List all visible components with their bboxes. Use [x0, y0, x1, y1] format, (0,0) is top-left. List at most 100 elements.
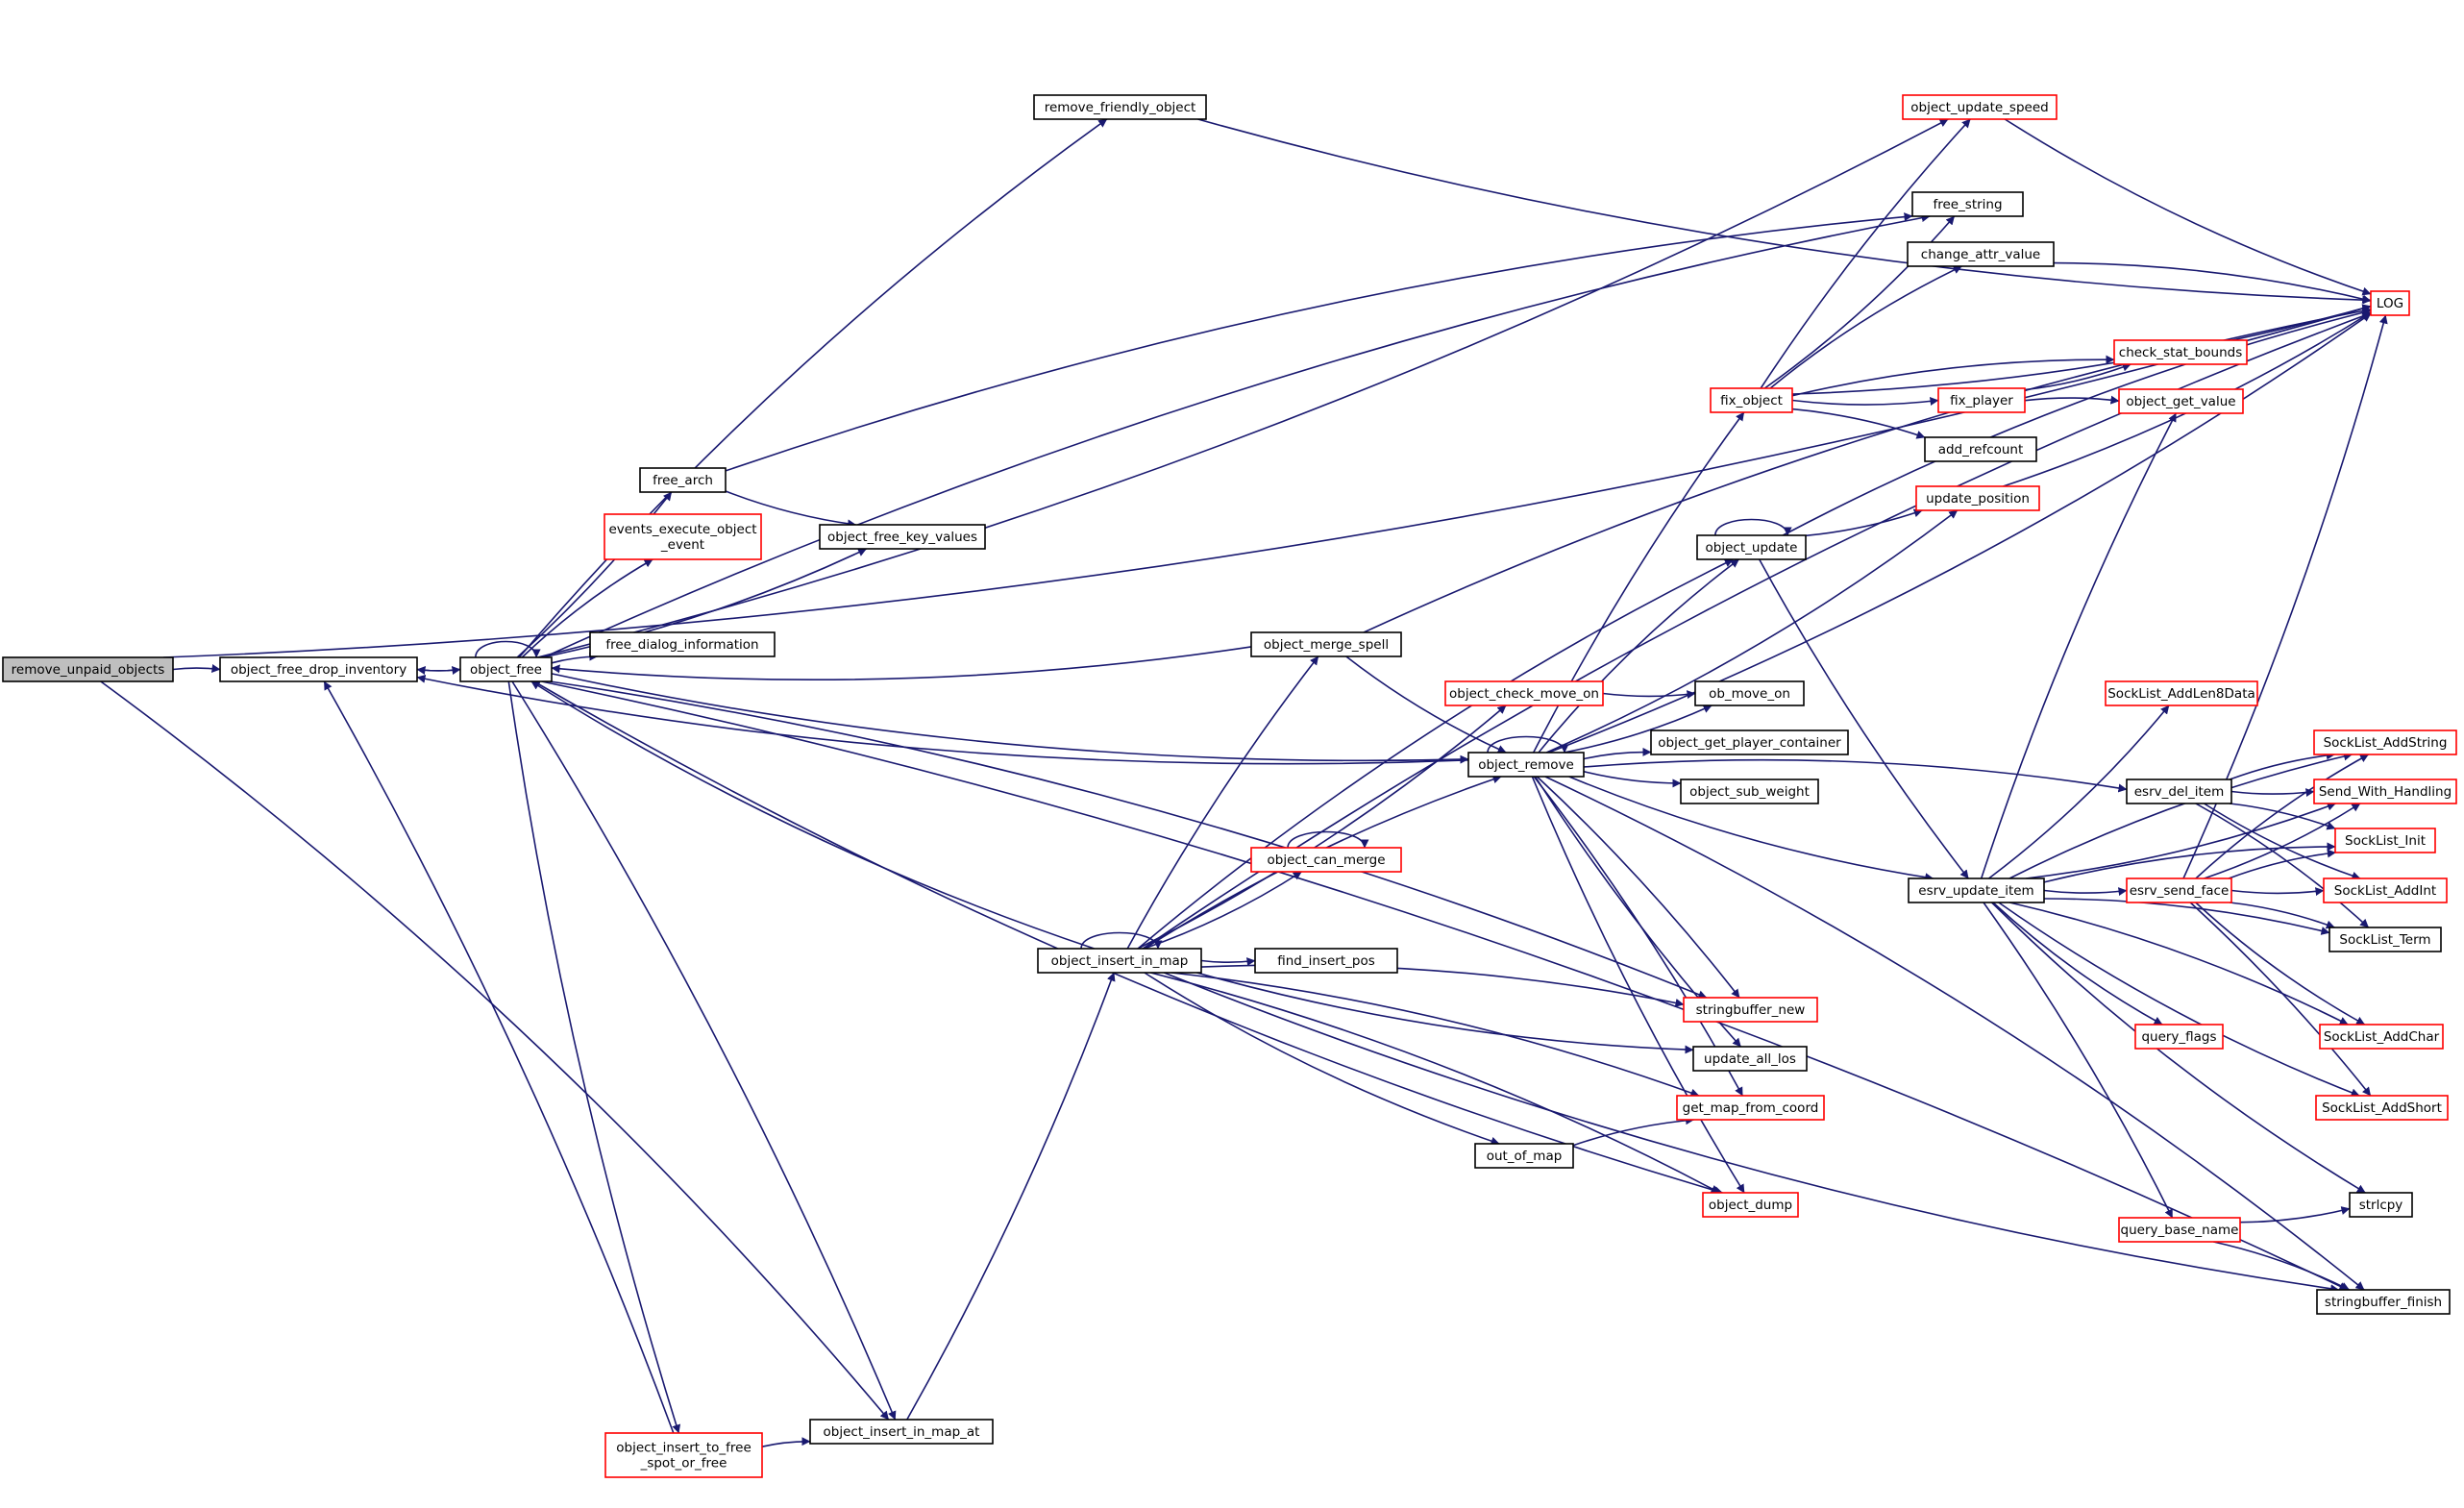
node-remove-unpaid-objects[interactable]: remove_unpaid_objects [2, 656, 174, 682]
node-query-base-name[interactable]: query_base_name [2118, 1217, 2241, 1243]
edge-object_free-to-object_free_drop_inventory [416, 666, 461, 675]
edge-object_check_move_on-to-ob_move_on [1602, 690, 1696, 699]
node-box [1250, 631, 1402, 657]
node-label: query_base_name [2121, 1223, 2239, 1238]
edge-object_free-to-remove_friendly_object [518, 118, 1108, 658]
edge-object_insert_in_map-to-update_all_los [1196, 972, 1694, 1054]
node-label: add_refcount [1938, 442, 2024, 457]
node-label: free_dialog_information [605, 637, 758, 653]
node-label: object_insert_to_free [616, 1441, 752, 1456]
node-object-dump[interactable]: object_dump [1702, 1192, 1799, 1218]
node-label: query_flags [2141, 1029, 2216, 1045]
node-add-refcount[interactable]: add_refcount [1924, 436, 2037, 462]
node-label: stringbuffer_finish [2325, 1295, 2442, 1310]
node-fix-object[interactable]: fix_object [1710, 387, 1793, 413]
node-box [1250, 847, 1402, 873]
node-out-of-map[interactable]: out_of_map [1474, 1143, 1574, 1169]
node-label: esrv_update_item [1918, 883, 2033, 899]
node-esrv-del-item[interactable]: esrv_del_item [2126, 779, 2232, 804]
edge-object_update-to-LOG [1782, 308, 2372, 536]
node-remove-friendly-object[interactable]: remove_friendly_object [1033, 94, 1207, 120]
node-free-arch[interactable]: free_arch [639, 467, 727, 493]
node-label: strlcpy [2359, 1198, 2403, 1213]
edge-object_insert_in_map-to-object_free [530, 680, 1095, 950]
edge-object_update_speed-to-LOG [2004, 118, 2372, 296]
node-Send-With-Handling[interactable]: Send_With_Handling [2313, 779, 2457, 804]
node-object-free[interactable]: object_free [459, 656, 553, 682]
node-label: Send_With_Handling [2319, 784, 2452, 800]
edge-object_insert_in_map_at-to-object_insert_in_map [906, 972, 1116, 1421]
edge-esrv_del_item-to-Send_With_Handling [2230, 788, 2315, 797]
edge-esrv_update_item-to-esrv_send_face [2043, 887, 2128, 896]
edge-esrv_update_item-to-SockList_AddLen8Data [1988, 705, 2170, 879]
node-LOG[interactable]: LOG [2370, 290, 2410, 316]
node-object-insert-to-free-spot-or-free[interactable]: object_insert_to_free_spot_or_free [604, 1432, 763, 1478]
node-object-sub-weight[interactable]: object_sub_weight [1680, 779, 1819, 804]
node-box [1037, 948, 1202, 974]
node-label: check_stat_bounds [2119, 345, 2242, 360]
node-free-string[interactable]: free_string [1911, 191, 2024, 217]
node-object-get-value[interactable]: object_get_value [2118, 388, 2244, 414]
node-box [1937, 387, 2026, 413]
node-box [2323, 878, 2448, 903]
node-label: remove_friendly_object [1045, 100, 1196, 115]
edge-object_free-to-free_dialog_information [551, 652, 599, 664]
node-label: object_free [470, 662, 542, 678]
edge-fix_object-to-fix_player [1791, 397, 1939, 406]
node-stringbuffer-finish[interactable]: stringbuffer_finish [2316, 1289, 2451, 1315]
edge-object_insert_to_free_spot_or_free-to-object_insert_in_map_at [761, 1437, 811, 1447]
node-change-attr-value[interactable]: change_attr_value [1907, 241, 2055, 267]
node-SockList-Init[interactable]: SockList_Init [2334, 828, 2436, 853]
edge-object_free-to-stringbuffer_finish [541, 680, 2349, 1291]
node-SockList-AddString[interactable]: SockList_AddString [2313, 729, 2457, 755]
node-ob-move-on[interactable]: ob_move_on [1694, 680, 1805, 706]
node-object-update-speed[interactable]: object_update_speed [1902, 94, 2057, 120]
node-object-insert-in-map[interactable]: object_insert_in_map [1037, 948, 1202, 974]
node-box [2316, 1289, 2451, 1315]
node-box [1683, 997, 1818, 1023]
edge-esrv_update_item-to-SockList_AddString [2008, 752, 2353, 879]
node-fix-player[interactable]: fix_player [1937, 387, 2026, 413]
edge-object_free-to-events_execute_object_event [521, 558, 653, 658]
node-SockList-Term[interactable]: SockList_Term [2328, 927, 2442, 952]
node-box [1902, 94, 2057, 120]
node-object-check-move-on[interactable]: object_check_move_on [1444, 680, 1604, 706]
edge-object_insert_in_map-to-object_update [1137, 558, 1734, 950]
node-object-merge-spell[interactable]: object_merge_spell [1250, 631, 1402, 657]
node-esrv-update-item[interactable]: esrv_update_item [1908, 878, 2045, 903]
node-SockList-AddInt[interactable]: SockList_AddInt [2323, 878, 2448, 903]
node-update-position[interactable]: update_position [1915, 485, 2040, 511]
node-update-all-los[interactable]: update_all_los [1692, 1046, 1808, 1072]
node-label: ob_move_on [1709, 686, 1790, 702]
node-SockList-AddShort[interactable]: SockList_AddShort [2315, 1095, 2449, 1121]
node-strlcpy[interactable]: strlcpy [2349, 1192, 2413, 1218]
nodes-layer: remove_unpaid_objects object_free_drop_in… [2, 94, 2457, 1478]
node-stringbuffer-new[interactable]: stringbuffer_new [1683, 997, 1818, 1023]
node-object-can-merge[interactable]: object_can_merge [1250, 847, 1402, 873]
node-get-map-from-coord[interactable]: get_map_from_coord [1676, 1095, 1825, 1121]
node-box [1702, 1192, 1799, 1218]
edge-esrv_update_item-to-SockList_AddShort [1998, 902, 2360, 1098]
node-SockList-AddLen8Data[interactable]: SockList_AddLen8Data [2105, 680, 2258, 706]
node-find-insert-pos[interactable]: find_insert_pos [1254, 948, 1398, 974]
node-label: out_of_map [1487, 1149, 1563, 1164]
node-check-stat-bounds[interactable]: check_stat_bounds [2113, 339, 2248, 365]
edge-remove_unpaid_objects-to-LOG [163, 304, 2372, 658]
node-object-update[interactable]: object_update [1696, 534, 1807, 560]
edge-fix_object-to-object_update_speed [1760, 118, 1971, 389]
node-esrv-send-face[interactable]: esrv_send_face [2126, 878, 2232, 903]
edge-object_insert_in_map-to-object_dump [1150, 972, 1720, 1194]
node-object-insert-in-map-at[interactable]: object_insert_in_map_at [809, 1419, 994, 1445]
node-label: find_insert_pos [1277, 953, 1374, 969]
node-object-remove[interactable]: object_remove [1467, 752, 1585, 778]
node-events-execute-object-event[interactable]: events_execute_object_event [604, 513, 762, 560]
node-box [1710, 387, 1793, 413]
node-box [604, 513, 762, 560]
node-SockList-AddChar[interactable]: SockList_AddChar [2319, 1024, 2444, 1050]
node-query-flags[interactable]: query_flags [2134, 1024, 2224, 1050]
node-free-dialog-information[interactable]: free_dialog_information [589, 631, 776, 657]
node-object-free-key-values[interactable]: object_free_key_values [819, 524, 986, 550]
node-object-get-player-container[interactable]: object_get_player_container [1650, 729, 1849, 755]
node-object-free-drop-inventory[interactable]: object_free_drop_inventory [219, 656, 418, 682]
